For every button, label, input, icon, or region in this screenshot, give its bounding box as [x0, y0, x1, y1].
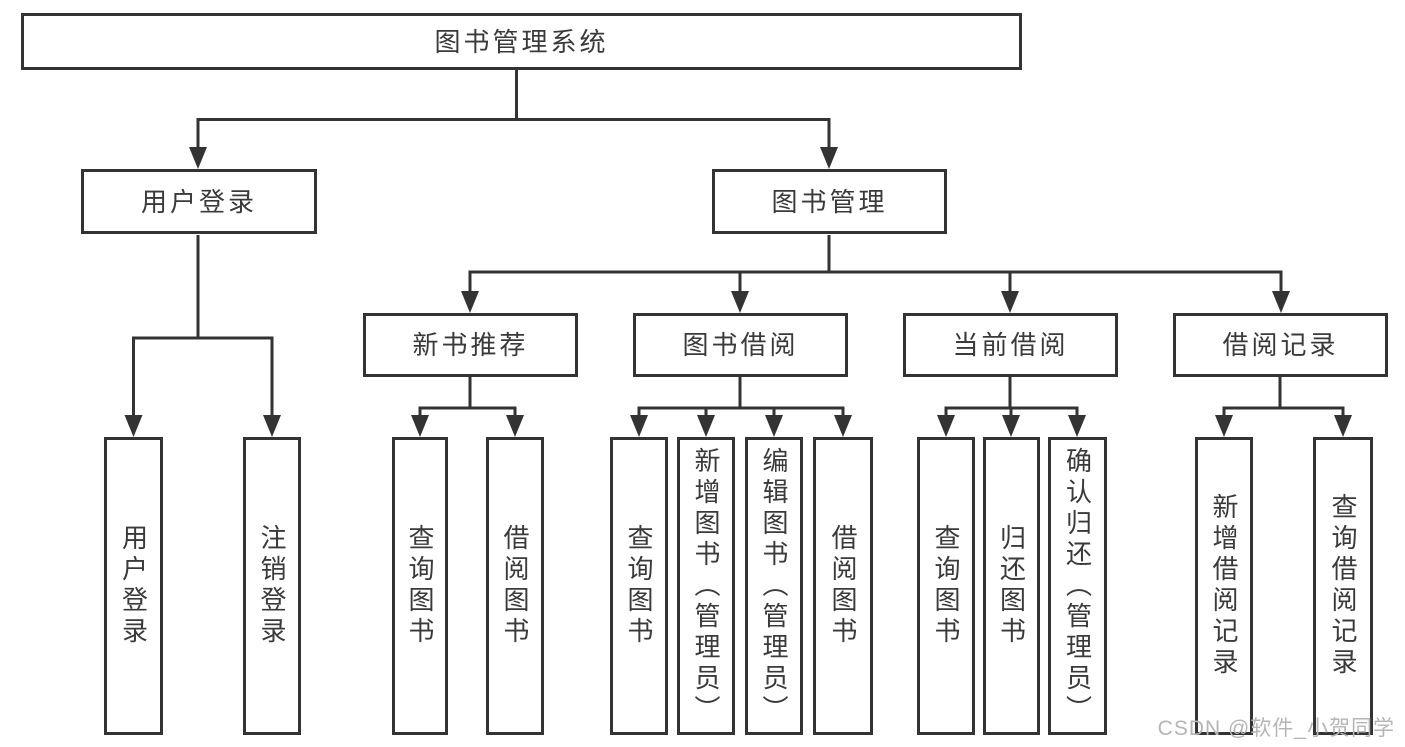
leaf-user-login-label: 用户登录: [118, 524, 149, 648]
node-new-book-recommend-label: 新书推荐: [412, 330, 529, 360]
node-current-borrowing-label: 当前借阅: [952, 330, 1069, 360]
node-borrowing-records: 借阅记录: [1173, 313, 1388, 377]
leaf-current-query-book-label: 查询图书: [931, 524, 961, 648]
node-current-borrowing: 当前借阅: [903, 313, 1118, 377]
node-user-login-module-label: 用户登录: [140, 186, 257, 217]
node-book-borrowing-label: 图书借阅: [682, 330, 799, 360]
leaf-current-confirm-return-admin-label: 确认归还（管理员）: [1062, 446, 1093, 726]
leaf-current-confirm-return-admin: 确认归还（管理员）: [1048, 437, 1107, 735]
leaf-borrowing-edit-book-admin: 编辑图书（管理员）: [745, 437, 803, 735]
node-borrowing-records-label: 借阅记录: [1222, 330, 1339, 360]
leaf-newrec-borrow-book: 借阅图书: [486, 437, 544, 735]
node-root-label: 图书管理系统: [434, 26, 609, 57]
leaf-current-return-book: 归还图书: [983, 437, 1040, 735]
leaf-logout: 注销登录: [243, 437, 301, 735]
leaf-borrowing-edit-book-admin-label: 编辑图书（管理员）: [759, 446, 789, 726]
leaf-user-login: 用户登录: [104, 437, 163, 735]
node-new-book-recommend: 新书推荐: [363, 313, 578, 377]
leaf-records-query-record-label: 查询借阅记录: [1328, 493, 1358, 679]
leaf-borrowing-add-book-admin-label: 新增图书（管理员）: [691, 446, 721, 726]
leaf-borrowing-query-book-label: 查询图书: [624, 524, 654, 648]
leaf-borrowing-borrow-book: 借阅图书: [813, 437, 873, 735]
leaf-newrec-query-book: 查询图书: [392, 437, 448, 735]
node-book-borrowing: 图书借阅: [633, 313, 848, 377]
node-user-login-module: 用户登录: [81, 169, 317, 234]
arrowheads: [124, 147, 1352, 437]
node-root: 图书管理系统: [21, 13, 1022, 70]
leaf-records-add-record-label: 新增借阅记录: [1209, 493, 1239, 679]
leaf-borrowing-borrow-book-label: 借阅图书: [828, 524, 858, 648]
leaf-newrec-borrow-book-label: 借阅图书: [500, 524, 530, 648]
leaf-newrec-query-book-label: 查询图书: [405, 524, 435, 648]
leaf-records-query-record: 查询借阅记录: [1313, 437, 1373, 735]
leaf-records-add-record: 新增借阅记录: [1195, 437, 1253, 735]
leaf-borrowing-add-book-admin: 新增图书（管理员）: [677, 437, 735, 735]
leaf-current-return-book-label: 归还图书: [996, 524, 1027, 648]
node-book-management: 图书管理: [712, 169, 947, 234]
leaf-borrowing-query-book: 查询图书: [610, 437, 668, 735]
node-book-management-label: 图书管理: [771, 186, 888, 217]
leaf-current-query-book: 查询图书: [917, 437, 975, 735]
watermark: CSDN @软件_小贺同学: [1157, 717, 1395, 740]
leaf-logout-label: 注销登录: [257, 524, 287, 648]
